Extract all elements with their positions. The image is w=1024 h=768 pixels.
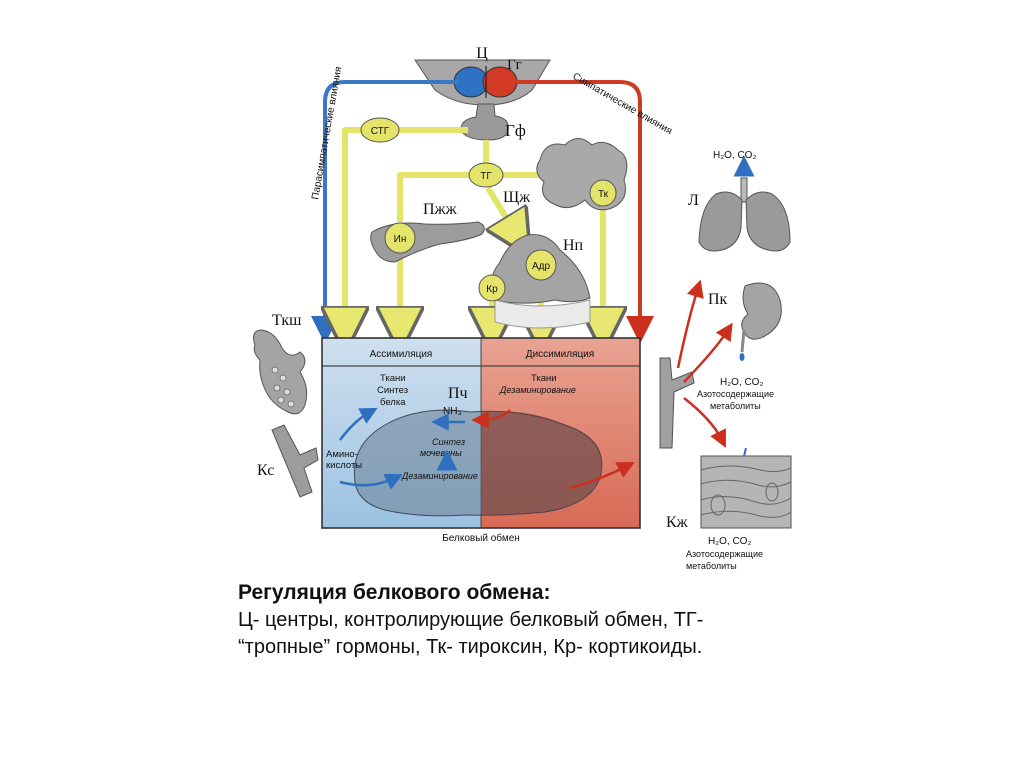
metabolism-box: Ассимиляция Диссимиляция Ткани Синтез бе…	[321, 337, 641, 544]
liver-out-arrow	[569, 461, 635, 490]
skin	[700, 447, 792, 529]
tg-to-adrenal-path	[488, 186, 518, 237]
skin-nitrogen-label-1: Азотосодержащие	[686, 549, 763, 559]
sympathetic-path	[516, 80, 654, 344]
tg-to-insulin-path	[397, 172, 470, 222]
hypothalamus-label: Гг	[507, 57, 522, 73]
amino-acids-label-2: кислоты	[326, 460, 362, 471]
svg-text:СТГ: СТГ	[371, 126, 390, 137]
blood-vessel-label: Кс	[257, 462, 274, 479]
svg-text:Ин: Ин	[394, 234, 407, 245]
caption-line-1: Ц- центры, контролирующие белковый обмен…	[238, 609, 704, 631]
svg-text:ТГ: ТГ	[480, 171, 492, 182]
kidney	[739, 282, 782, 361]
dissimilation-label: Диссимиляция	[526, 349, 594, 360]
skin-nitrogen-label-2: метаболиты	[686, 561, 737, 571]
caption-line-2: “тропные” гормоны, Тк- тироксин, Кр- кор…	[238, 636, 703, 658]
lungs-label: Л	[688, 192, 699, 209]
parasympathetic-label: Парасимпатические влияния	[310, 66, 344, 201]
tissue-deamination-arrow	[471, 409, 511, 429]
pituitary-label: Гф	[505, 121, 526, 140]
tissues-label-right: Ткани	[531, 373, 557, 384]
deamination-label-right: Дезаминирование	[499, 385, 576, 395]
parasympathetic-path	[311, 80, 458, 344]
to-skin-arrow	[683, 397, 726, 448]
svg-text:Кр: Кр	[486, 284, 498, 295]
intestine	[253, 329, 308, 415]
amino-to-synthesis-arrow	[339, 407, 378, 441]
lungs-output-label: H₂O, CO₂	[713, 150, 756, 161]
urea-synthesis-label-1: Синтез	[432, 437, 465, 447]
synthesis-label: Синтез	[377, 385, 408, 396]
caption: Регуляция белкового обмена: Ц- центры, к…	[238, 579, 878, 661]
tissues-label-left: Ткани	[380, 373, 406, 384]
protein-metabolism-label: Белковый обмен	[442, 532, 520, 544]
intestine-label: Ткш	[272, 312, 302, 329]
centers-label: Ц	[476, 45, 488, 62]
pituitary-gland	[460, 103, 509, 141]
stg-hormone-path	[345, 127, 468, 330]
amino-to-deamination-arrow	[339, 473, 403, 490]
hypothalamus	[414, 59, 551, 106]
caption-title: Регуляция белкового обмена:	[238, 581, 551, 604]
to-lungs-arrow	[676, 279, 704, 369]
kidney-nitrogen-label-2: метаболиты	[710, 401, 761, 411]
amino-acids-label-1: Амино-	[326, 449, 358, 460]
svg-text:Адр: Адр	[532, 261, 551, 272]
adrenaline-node: Адр	[525, 249, 557, 281]
svg-text:Тк: Тк	[598, 189, 609, 200]
corticoid-node: Кр	[478, 274, 506, 302]
stg-node: СТГ	[360, 117, 400, 143]
deamination-label-center: Дезаминирование	[401, 471, 478, 481]
kidney-output-label: H₂O, CO₂	[720, 377, 763, 388]
skin-label: Кж	[666, 514, 689, 531]
blood-vessel-left	[271, 424, 319, 498]
liver-label: Пч	[448, 385, 468, 402]
kidney-nitrogen-label-1: Азотосодержащие	[697, 389, 774, 399]
kidney-label: Пк	[708, 291, 728, 308]
assimilation-label: Ассимиляция	[370, 349, 433, 360]
urea-synthesis-label-2: мочевины	[420, 448, 462, 458]
thyroxine-node: Тк	[589, 179, 617, 207]
skin-output-label: H₂O, CO₂	[708, 536, 751, 547]
tg-node: ТГ	[468, 162, 504, 188]
lungs	[698, 177, 791, 252]
liver	[353, 409, 603, 517]
adrenal-label: Нп	[563, 237, 584, 254]
protein-label: белка	[380, 397, 406, 408]
pancreas-label: Пжж	[423, 201, 458, 218]
insulin-node: Ин	[384, 222, 416, 254]
ammonia-label: NH₃	[443, 406, 462, 417]
to-kidney-arrow	[683, 322, 733, 383]
thyroid-label: Щж	[503, 189, 531, 206]
